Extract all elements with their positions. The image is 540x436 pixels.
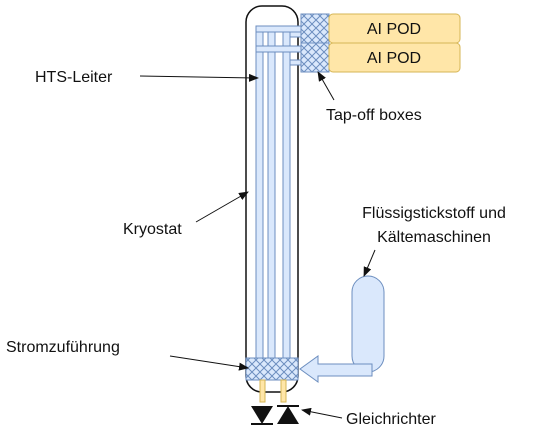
current-lead-1 <box>259 379 266 403</box>
diode-2 <box>277 406 299 424</box>
hts-conductor-1 <box>255 25 264 361</box>
stromzufuehrung-block <box>245 357 299 381</box>
diode-1 <box>251 406 273 424</box>
coolant-arrow <box>299 355 373 383</box>
label-tapoff-boxes: Tap-off boxes <box>326 107 422 124</box>
callout-kryostat <box>195 191 249 223</box>
callout-nitrogen <box>363 249 376 277</box>
callout-tapoff <box>317 71 335 101</box>
tapoff-box-2 <box>300 42 330 73</box>
hts-conductor-3 <box>282 25 291 361</box>
gleichrichter-diodes <box>251 405 299 425</box>
hts-header-top <box>255 25 303 33</box>
pod-label-1: AI POD <box>367 21 421 38</box>
label-hts-leiter: HTS-Leiter <box>35 69 113 86</box>
callout-stromzufuehrung <box>169 355 249 371</box>
callout-gleichrichter <box>301 407 343 419</box>
tapoff-box-1 <box>300 13 330 44</box>
label-stromzufuehrung: Stromzuführung <box>6 339 120 356</box>
hts-header-second <box>255 45 303 53</box>
callout-hts <box>139 73 259 82</box>
hts-conductors <box>255 25 303 361</box>
pod-box-2 <box>328 42 461 73</box>
pod-label-2: AI POD <box>367 50 421 67</box>
tapoff-stub-1 <box>289 31 303 38</box>
label-nitrogen-line1: Flüssigstickstoff und <box>362 205 506 222</box>
label-nitrogen-line2: Kältemaschinen <box>377 229 491 246</box>
nitrogen-tank <box>351 275 385 373</box>
hts-conductor-2 <box>267 25 276 361</box>
label-kryostat: Kryostat <box>123 221 182 238</box>
current-lead-2 <box>280 379 287 403</box>
tapoff-stub-2 <box>289 59 303 66</box>
label-gleichrichter: Gleichrichter <box>346 411 436 428</box>
